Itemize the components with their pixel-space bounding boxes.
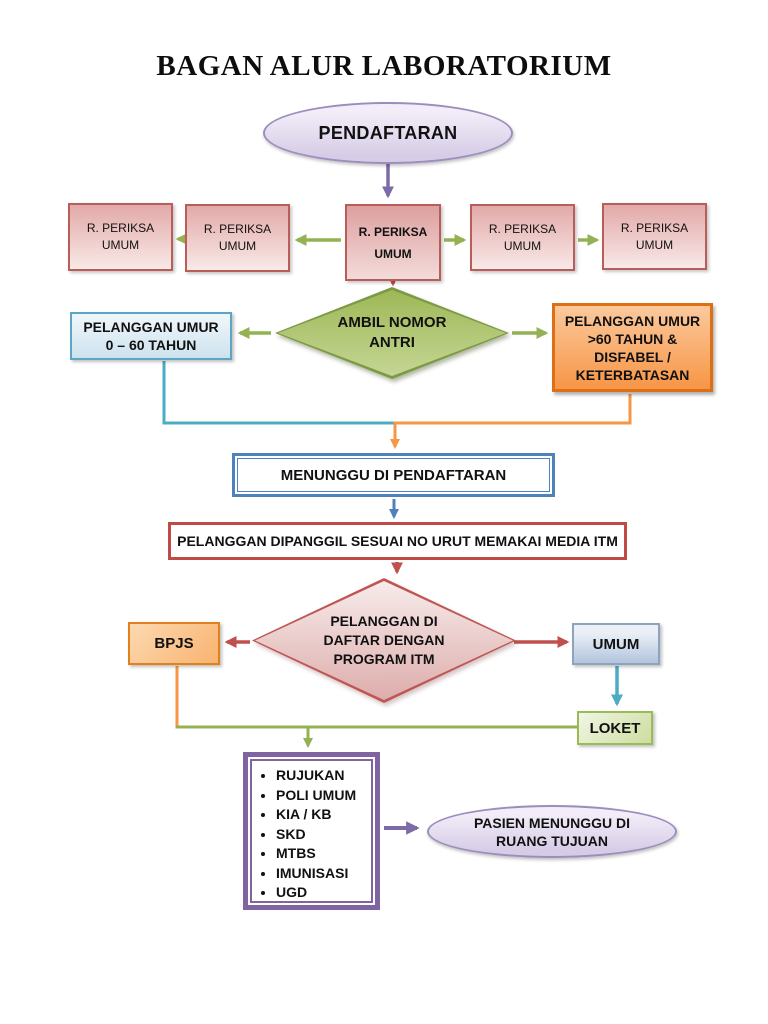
destination-list-item: IMUNISASI [276, 864, 356, 884]
destination-list-item: RUJUKAN [276, 766, 356, 786]
node-pelanggan-umur-0-60: PELANGGAN UMUR 0 – 60 TAHUN [70, 312, 232, 360]
diamond-shape [275, 287, 509, 379]
arrow-umur60-to-menunggu [389, 394, 632, 450]
node-pendaftaran-label: PENDAFTARAN [318, 122, 458, 143]
node-umum-label: UMUM [592, 635, 640, 653]
node-periksa-umum-3-label: R. PERIKSA UMUM [358, 224, 428, 261]
node-periksa-umum-4: R. PERIKSA UMUM [470, 204, 575, 271]
node-bpjs: BPJS [128, 622, 220, 665]
node-pelanggan-umur-60-plus: PELANGGAN UMUR >60 TAHUN & DISFABEL / KE… [552, 303, 713, 392]
destination-list-item: UGD [276, 883, 356, 903]
diamond-shape [252, 578, 516, 703]
node-umum: UMUM [572, 623, 660, 665]
node-pelanggan-dipanggil: PELANGGAN DIPANGGIL SESUAI NO URUT MEMAK… [168, 522, 627, 560]
node-loket: LOKET [577, 711, 653, 745]
node-menunggu-pendaftaran: MENUNGGU DI PENDAFTARAN [232, 453, 555, 497]
node-daftar-program-itm-label: PELANGGAN DI DAFTAR DENGAN PROGRAM ITM [323, 613, 445, 667]
node-ambil-nomor-antri-label: AMBIL NOMOR ANTRI [337, 314, 447, 351]
node-periksa-umum-3: R. PERIKSA UMUM [345, 204, 441, 281]
node-ambil-nomor-antri: AMBIL NOMOR ANTRI [275, 287, 509, 379]
node-pelanggan-dipanggil-label: PELANGGAN DIPANGGIL SESUAI NO URUT MEMAK… [177, 533, 618, 549]
destination-list-item: SKD [276, 825, 356, 845]
node-destination-list: RUJUKANPOLI UMUMKIA / KBSKDMTBSIMUNISASI… [243, 752, 380, 910]
node-periksa-umum-4-label: R. PERIKSA UMUM [488, 221, 557, 253]
page-title: BAGAN ALUR LABORATORIUM [156, 50, 612, 82]
node-periksa-umum-5-label: R. PERIKSA UMUM [620, 220, 689, 252]
node-periksa-umum-2: R. PERIKSA UMUM [185, 204, 290, 272]
destination-list-item: MTBS [276, 844, 356, 864]
node-loket-label: LOKET [589, 719, 641, 737]
destination-list: RUJUKANPOLI UMUMKIA / KBSKDMTBSIMUNISASI… [248, 766, 356, 903]
node-periksa-umum-2-label: R. PERIKSA UMUM [203, 222, 272, 253]
node-periksa-umum-5: R. PERIKSA UMUM [602, 203, 707, 270]
node-pendaftaran: PENDAFTARAN [263, 102, 513, 164]
node-periksa-umum-1: R. PERIKSA UMUM [68, 203, 173, 271]
node-daftar-program-itm: PELANGGAN DI DAFTAR DENGAN PROGRAM ITM [252, 578, 516, 703]
node-pasien-menunggu: PASIEN MENUNGGU DI RUANG TUJUAN [427, 805, 677, 858]
node-menunggu-pendaftaran-label: MENUNGGU DI PENDAFTARAN [280, 466, 507, 484]
node-periksa-umum-1-label: R. PERIKSA UMUM [86, 221, 155, 252]
destination-list-item: POLI UMUM [276, 786, 356, 806]
node-bpjs-label: BPJS [154, 635, 194, 652]
destination-list-item: KIA / KB [276, 805, 356, 825]
